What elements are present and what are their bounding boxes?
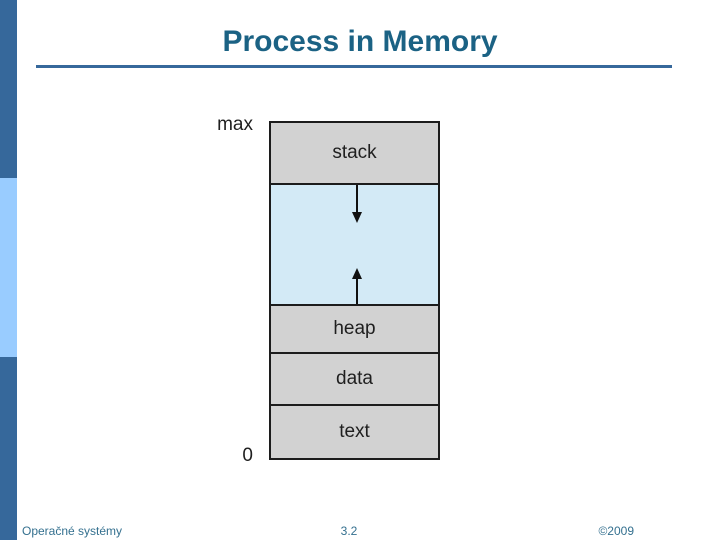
page-title: Process in Memory — [222, 25, 498, 58]
accent-bar-bottom-segment — [0, 357, 17, 540]
zero-address-label: 0 — [242, 445, 253, 466]
left-accent-bar — [0, 0, 17, 540]
text-label: text — [339, 421, 370, 442]
section-data: data — [271, 354, 438, 406]
arrow-down-icon — [352, 185, 362, 223]
arrow-up-icon — [352, 268, 362, 304]
accent-bar-middle-segment — [0, 178, 17, 357]
max-address-label: max — [217, 114, 253, 135]
title-underline — [36, 65, 672, 68]
memory-box: stack heap data text — [269, 121, 440, 460]
footer-copyright: ©2009 — [598, 524, 634, 538]
section-free-space — [271, 185, 438, 306]
section-heap: heap — [271, 306, 438, 354]
footer-slide-number: 3.2 — [340, 524, 358, 538]
accent-bar-top-segment — [0, 0, 17, 178]
section-text: text — [271, 406, 438, 458]
section-stack: stack — [271, 123, 438, 185]
stack-label: stack — [332, 142, 377, 163]
footer-course-name: Operačné systémy — [22, 524, 123, 538]
data-label: data — [336, 368, 373, 389]
heap-label: heap — [333, 318, 376, 339]
